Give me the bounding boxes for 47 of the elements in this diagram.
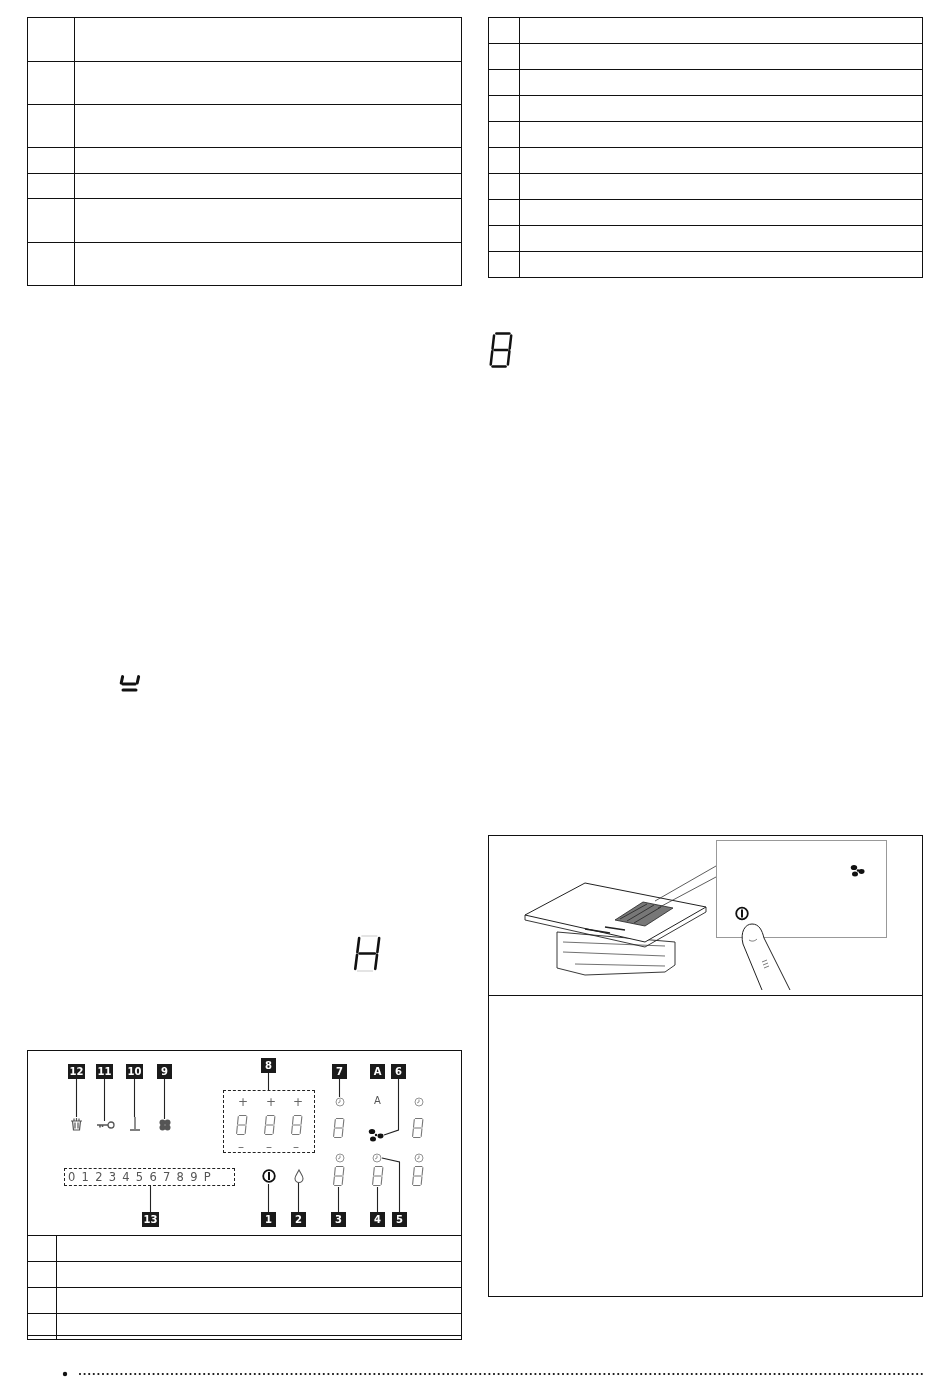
callout-number: 8	[261, 1058, 276, 1073]
plus-sign: +	[238, 1096, 249, 1108]
leader-line	[376, 1186, 379, 1213]
leader-line	[297, 1182, 300, 1213]
minus-sign: –	[238, 1141, 244, 1153]
perpendicular-icon	[128, 1117, 141, 1131]
callout-number: 2	[291, 1212, 306, 1227]
callout-number: A	[370, 1064, 385, 1079]
display-digit-icon	[370, 1165, 385, 1187]
callout-number: 10	[126, 1064, 143, 1079]
leader-line	[75, 1078, 78, 1118]
leader-line	[149, 1185, 152, 1213]
key-icon	[97, 1121, 115, 1129]
clock-icon	[334, 1097, 345, 1107]
clover-icon	[158, 1119, 171, 1131]
plus-sign: +	[293, 1096, 304, 1108]
minus-sign: –	[293, 1141, 299, 1153]
leader-line	[103, 1078, 106, 1122]
leader-line	[337, 1186, 340, 1213]
leader-line	[163, 1078, 166, 1120]
plus-sign: +	[266, 1096, 277, 1108]
power-level-scale: 0 1 2 3 4 5 6 7 8 9 P	[68, 1170, 211, 1184]
display-digit-icon	[331, 1165, 346, 1187]
callout-number: 5	[392, 1212, 407, 1227]
callout-number: 4	[370, 1212, 385, 1227]
leader-line	[133, 1078, 136, 1118]
basket-icon	[70, 1117, 83, 1131]
callout-number: 6	[391, 1064, 406, 1079]
callout-number: 11	[96, 1064, 113, 1079]
callout-number: 1	[261, 1212, 276, 1227]
minus-sign: –	[266, 1141, 272, 1153]
callout-number: 13	[142, 1212, 159, 1227]
display-group-frame	[223, 1090, 315, 1153]
power-icon	[261, 1168, 276, 1184]
fan-icon	[368, 1128, 384, 1142]
drop-icon	[293, 1169, 304, 1183]
callout-number: 12	[68, 1064, 85, 1079]
leader-line	[338, 1078, 341, 1098]
callout-number: 9	[157, 1064, 172, 1079]
leader-line	[383, 1078, 400, 1136]
auto-mode-symbol: A	[374, 1095, 381, 1107]
leader-line	[381, 1157, 401, 1213]
leader-line	[267, 1183, 270, 1213]
callout-number: 3	[331, 1212, 346, 1227]
level-scale-frame	[64, 1168, 235, 1186]
clock-icon	[372, 1153, 382, 1163]
callout-number: 7	[332, 1064, 347, 1079]
